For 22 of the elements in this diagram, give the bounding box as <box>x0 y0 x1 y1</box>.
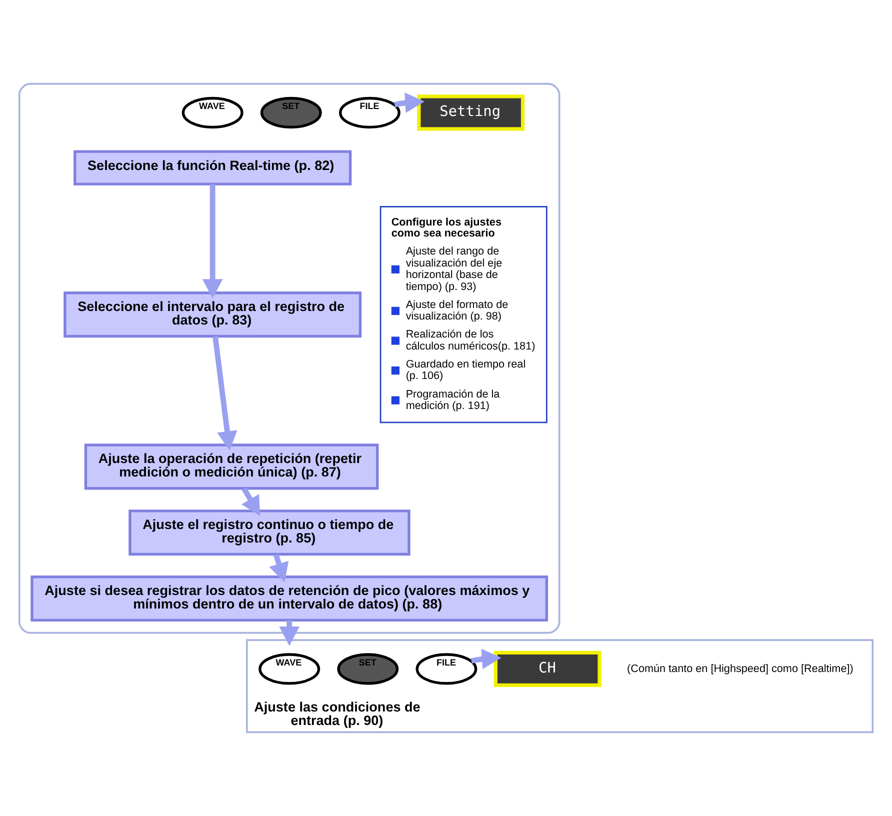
arrow <box>470 648 502 670</box>
node-ellipse: WAVE <box>258 653 320 685</box>
node-box: Setting <box>417 94 525 131</box>
node-ellipse: SET <box>337 653 399 685</box>
node-box: Ajuste la operación de repetición (repetir medición o medición única) (p. 87) <box>84 444 379 490</box>
node-ellipse: SET <box>260 96 322 129</box>
arrow <box>212 336 238 451</box>
node-label: (Común tanto en [Highspeed] como [Realtime]) <box>627 662 854 675</box>
node-box: Ajuste el registro continuo o tiempo de registro (p. 85) <box>128 510 410 556</box>
node-box: Seleccione el intervalo para el registro de datos (p. 83) <box>64 292 362 338</box>
arrow <box>242 487 260 516</box>
node-ellipse: WAVE <box>182 96 244 129</box>
arrow <box>202 184 223 298</box>
arrow <box>269 554 289 582</box>
node-box: Ajuste si desea registrar los datos de retención de pico (valores máximos y mínimos dentro de un intervalo de datos) (p. 88) <box>30 576 548 622</box>
node-box: CH <box>494 650 602 688</box>
node-box: Configure los ajustes como sea necesario Ajuste del rango de visualización del eje horizontal (base de tiempo) (p. 93) Ajuste del formato de visualización (p. 98) Realización de los cálculos numéricos(p. 181) Guardado en tiempo real (p. 106) Programación de la medición (p. 191) <box>380 206 548 424</box>
node-ellipse: FILE <box>339 96 400 129</box>
node-ellipse: FILE <box>416 653 478 685</box>
arrow <box>394 92 425 113</box>
node-box: Seleccione la función Real-time (p. 82) <box>74 150 352 186</box>
cluster <box>18 82 560 634</box>
